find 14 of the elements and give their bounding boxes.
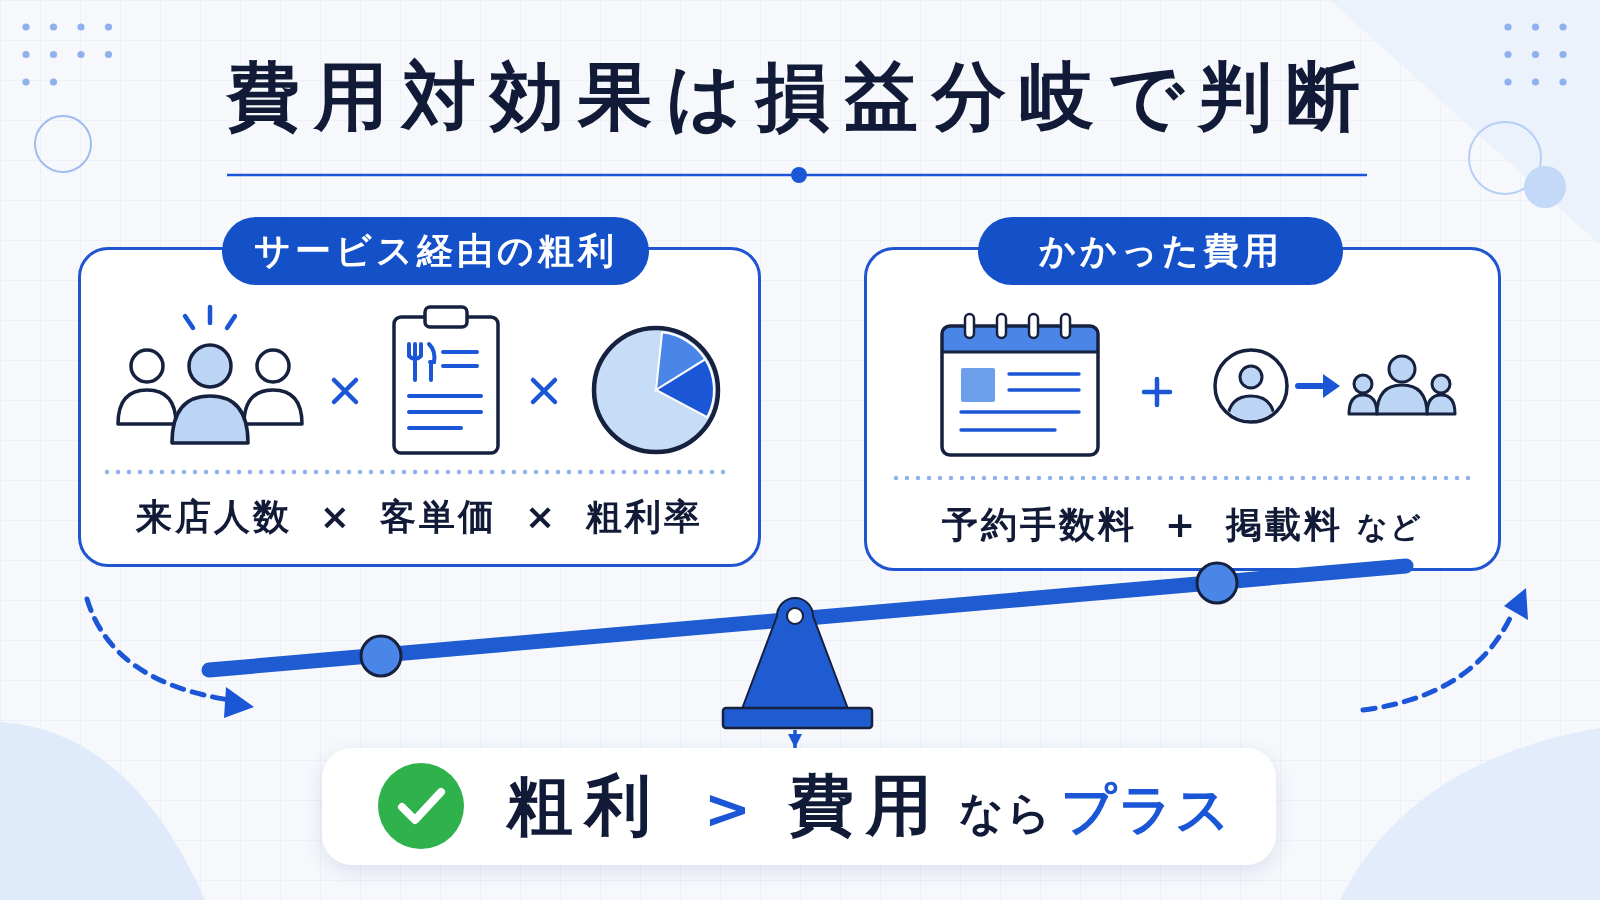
result-term: 粗利 <box>507 766 663 846</box>
seesaw-fulcrum <box>721 596 874 730</box>
condition-text: なら <box>958 787 1053 840</box>
section-heading: サービス経由の粗利 <box>222 217 649 285</box>
comparison-sign: > <box>704 775 751 843</box>
result-term: 費用 <box>787 766 944 846</box>
formula-text: 来店人数 × 客単価 × 粗利率 <box>136 495 703 539</box>
note-text: など <box>1356 509 1423 545</box>
result-banner <box>322 748 1276 865</box>
result-text: プラス <box>1060 778 1232 843</box>
formula-text: 予約手数料 + 掲載料 <box>942 503 1343 547</box>
page-title: 費用対効果は損益分岐で判断 <box>226 52 1374 141</box>
arrow <box>788 730 802 748</box>
section-heading: かかった費用 <box>978 217 1343 285</box>
